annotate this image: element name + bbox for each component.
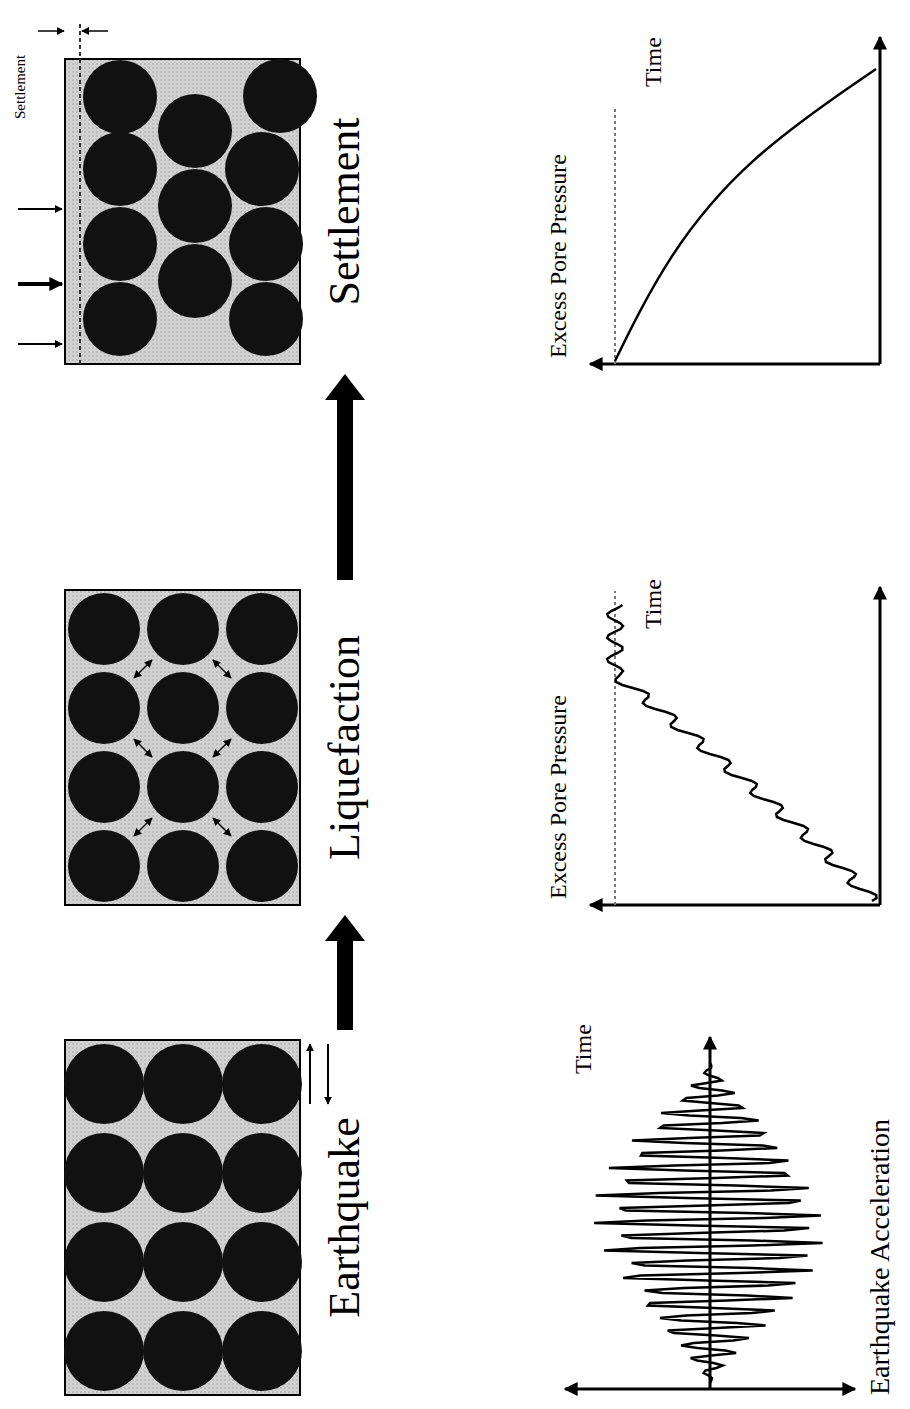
shake-arrow <box>309 1044 311 1104</box>
axis-label: Time <box>640 579 668 629</box>
soil-grain <box>143 1133 223 1213</box>
soil-grain <box>83 132 157 206</box>
stage-panel: Liquefaction <box>65 590 370 905</box>
soil-grain <box>83 60 157 134</box>
pore-pressure-curve <box>607 605 876 901</box>
soil-grain <box>143 1311 223 1391</box>
soil-grain <box>229 207 303 281</box>
pressure-arrow <box>134 660 152 678</box>
stage-heading: Earthquake <box>320 1117 370 1317</box>
pressure-axis <box>590 904 880 907</box>
soil-grain <box>143 1222 223 1302</box>
process-arrow <box>325 374 365 580</box>
soil-grain <box>158 244 232 318</box>
soil-grain <box>64 1222 144 1302</box>
pressure-arrow <box>213 739 231 757</box>
stage-heading: Settlement <box>320 117 370 305</box>
dimension-arrow <box>82 30 108 32</box>
soil-grain <box>64 1133 144 1213</box>
soil-grain <box>226 830 298 902</box>
axis-label: Settlement <box>12 55 29 119</box>
soil-box <box>65 590 300 905</box>
soil-grain <box>64 1311 144 1391</box>
axis-label: Time <box>640 37 668 87</box>
time-axis <box>879 587 882 905</box>
axis-label: Excess Pore Pressure <box>545 695 573 899</box>
load-arrow <box>18 343 62 345</box>
soil-grain <box>64 1044 144 1124</box>
soil-grain <box>68 751 140 823</box>
arrow-shaft <box>337 939 353 1030</box>
soil-grain <box>147 672 219 744</box>
liquefaction-level <box>614 591 616 905</box>
arrow-head <box>325 374 365 400</box>
shake-arrow <box>327 1044 329 1104</box>
pressure-arrows <box>134 660 231 836</box>
soil-grain <box>226 672 298 744</box>
soil-grain <box>222 1311 302 1391</box>
soil-grain <box>225 132 299 206</box>
load-arrow <box>18 208 62 210</box>
pressure-arrow <box>134 739 152 757</box>
soil-grain <box>68 593 140 665</box>
pressure-axis <box>590 363 880 366</box>
soil-grain <box>147 830 219 902</box>
soil-grain <box>222 1044 302 1124</box>
soil-grain <box>158 169 232 243</box>
soil-grain <box>83 207 157 281</box>
soil-grain <box>226 751 298 823</box>
soil-grain <box>226 593 298 665</box>
soil-grain <box>158 94 232 168</box>
axis-label: Time <box>570 1024 598 1074</box>
axis-label: Earthquake Acceleration <box>864 1119 896 1395</box>
stage-panel: Settlement <box>65 59 370 364</box>
original-surface-line <box>79 21 81 364</box>
soil-grain <box>147 751 219 823</box>
soil-grain <box>229 282 303 356</box>
graph-curves <box>594 69 876 1383</box>
stage-heading: Liquefaction <box>320 635 370 860</box>
arrow-shaft <box>337 398 353 580</box>
soil-grain <box>83 282 157 356</box>
soil-grains <box>64 59 317 1391</box>
pressure-arrow <box>134 818 152 836</box>
load-arrow <box>18 282 62 286</box>
soil-grain <box>222 1222 302 1302</box>
time-axis <box>879 37 882 364</box>
arrow-head <box>325 915 365 941</box>
acceleration-record <box>594 1063 822 1383</box>
axis-label: Excess Pore Pressure <box>545 154 573 358</box>
dimension-arrow <box>38 30 64 32</box>
liquefaction-level <box>614 109 616 364</box>
soil-grain <box>68 830 140 902</box>
pressure-arrow <box>213 818 231 836</box>
soil-grain <box>147 593 219 665</box>
stage-panel: Earthquake <box>65 1040 370 1395</box>
process-arrow <box>325 915 365 1030</box>
soil-grain <box>68 672 140 744</box>
pressure-arrow <box>213 660 231 678</box>
pore-pressure-curve <box>615 69 876 361</box>
soil-grain <box>143 1044 223 1124</box>
soil-grain <box>222 1133 302 1213</box>
soil-grain <box>243 59 317 133</box>
